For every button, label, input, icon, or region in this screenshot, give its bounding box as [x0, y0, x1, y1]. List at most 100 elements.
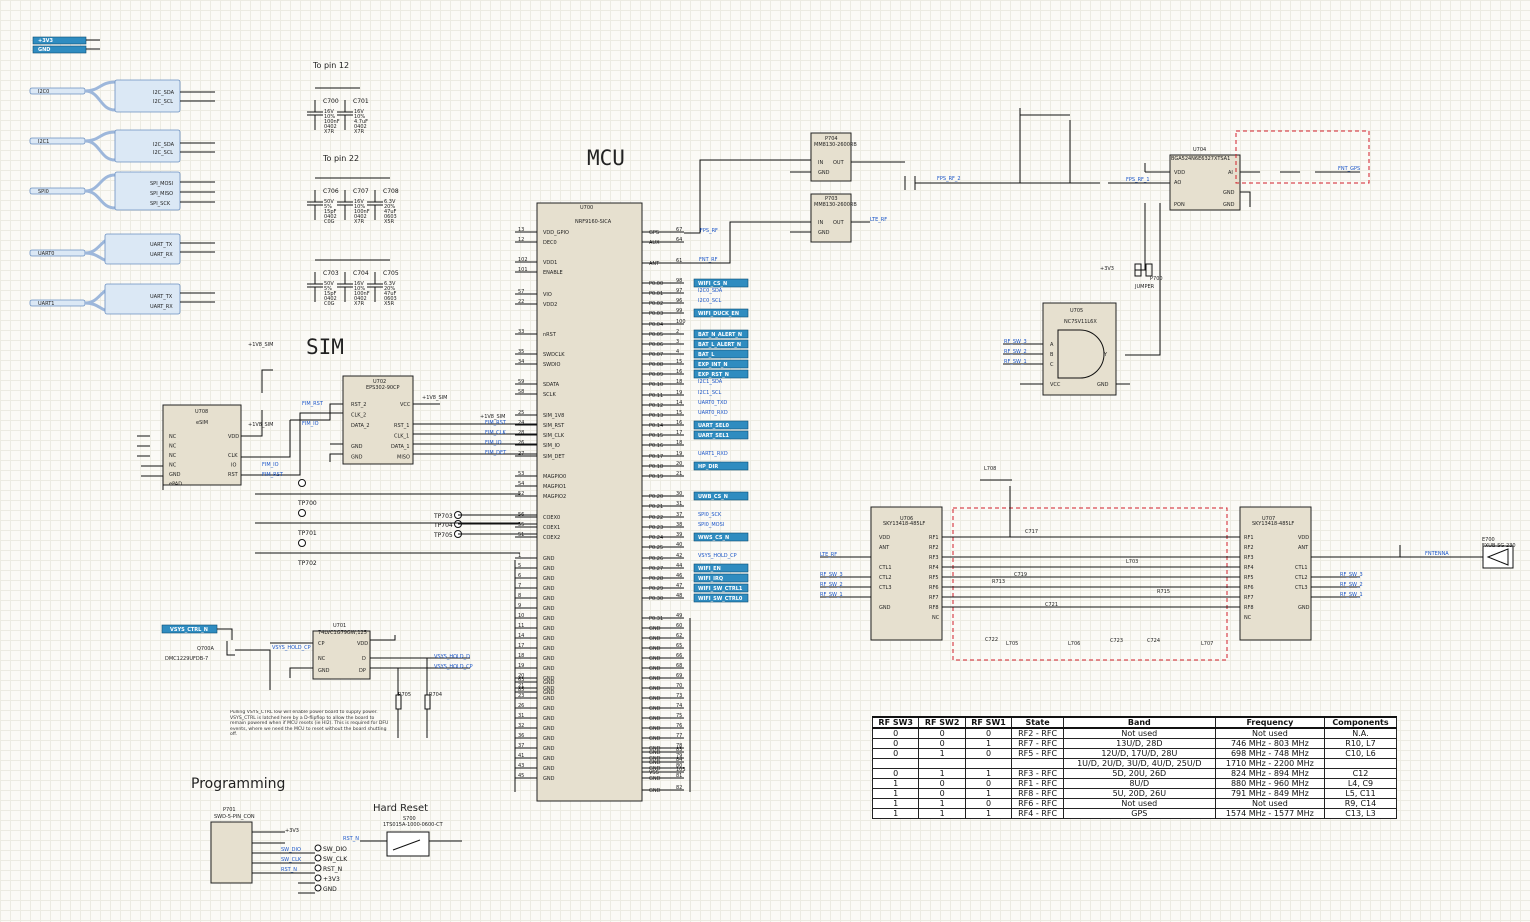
- net-port: [693, 430, 749, 440]
- swd-signal-label: GND: [323, 886, 337, 893]
- svg-text:VSYS_HOLD_CP: VSYS_HOLD_CP: [272, 645, 311, 651]
- pin-name: GND: [543, 756, 555, 762]
- table-cell: 1: [918, 808, 966, 819]
- pin-number: 19: [518, 663, 524, 669]
- svg-text:MM8130-2600RB: MM8130-2600RB: [814, 202, 857, 208]
- pin-number: 54: [518, 481, 524, 487]
- pin-name: GND: [351, 444, 363, 450]
- pin-number: 77: [676, 733, 682, 739]
- pin-name: RF8: [1244, 605, 1254, 611]
- svg-text:OUT: OUT: [833, 220, 845, 226]
- vsys-note: Pulling VSYS_CTRL low will enable power …: [230, 710, 389, 737]
- svg-text:JUMPER: JUMPER: [1134, 284, 1155, 290]
- pin-name: VSS: [649, 770, 659, 776]
- bus-harness-uart1: UART1 UART_TX UART_RX: [29, 283, 215, 315]
- pin-number: 84: [676, 757, 682, 763]
- svg-text:FPS_RF_1: FPS_RF_1: [1126, 177, 1150, 183]
- table-cell: 824 MHz - 894 MHz: [1214, 768, 1325, 779]
- svg-text:L705: L705: [1006, 641, 1018, 647]
- svg-text:U705: U705: [1070, 308, 1083, 314]
- pin-name: CTL3: [879, 585, 892, 591]
- pin-number: 102: [518, 257, 528, 263]
- table-cell: 1574 MHz - 1577 MHz: [1214, 808, 1325, 819]
- table-cell: 880 MHz - 960 MHz: [1214, 778, 1325, 789]
- pin-number: 45: [518, 773, 524, 779]
- net-port-label: UART_SEL0: [698, 423, 730, 429]
- capacitor-value: 0402: [354, 124, 367, 130]
- pin-name: GND: [543, 680, 555, 686]
- pin-number: 79: [676, 753, 682, 759]
- svg-text:GND: GND: [1223, 190, 1235, 196]
- capacitor-value: 16V: [354, 199, 364, 205]
- svg-text:E700: E700: [1482, 537, 1495, 543]
- pin-number: 4: [676, 349, 679, 355]
- net-port: [693, 369, 749, 379]
- test-point-label: TP701: [297, 530, 317, 537]
- pin-number: 19: [676, 451, 682, 457]
- pin-number: 8: [518, 593, 521, 599]
- r705-r704: R705 R704: [395, 658, 442, 738]
- net-port-label: WWS_CS_N: [698, 535, 729, 541]
- svg-text:U706: U706: [900, 516, 913, 522]
- pin-number: 52: [518, 491, 524, 497]
- swd-signal-label: SW_CLK: [323, 856, 348, 863]
- net-label: I2C0_SDA: [698, 288, 723, 294]
- table-cell: 1: [871, 778, 920, 789]
- svg-text:DP: DP: [359, 668, 366, 674]
- table-cell: 698 MHz - 748 MHz: [1214, 748, 1325, 759]
- capacitor-ref: C708: [383, 188, 399, 195]
- test-point-label: TP703: [433, 513, 453, 520]
- svg-text:VSYS_HOLD_D: VSYS_HOLD_D: [434, 654, 470, 660]
- pin-name: GND: [543, 666, 555, 672]
- svg-text:FPS_RF: FPS_RF: [700, 228, 718, 234]
- pin-name: NC: [169, 434, 177, 440]
- table-cell: R9, C14: [1323, 798, 1398, 809]
- pin-number: 32: [518, 723, 524, 729]
- net-label: SPI0_SCK: [698, 512, 722, 518]
- svg-text:+3V3: +3V3: [38, 38, 54, 44]
- pin-name: P0.04: [649, 322, 663, 328]
- pin-name: GND: [543, 656, 555, 662]
- svg-text:RF_SW_2: RF_SW_2: [820, 582, 843, 588]
- pin-number: 67: [676, 227, 682, 233]
- pin-number: 14: [676, 400, 682, 406]
- svg-text:UART_RX: UART_RX: [150, 304, 173, 310]
- capacitor-value: X7R: [324, 129, 335, 135]
- svg-text:SPI_MISO: SPI_MISO: [150, 191, 173, 197]
- svg-text:FIM_IO: FIM_IO: [302, 421, 319, 427]
- pin-name: GND: [351, 455, 363, 461]
- capacitor-ref: C700: [323, 98, 339, 105]
- table-header: RF SW2: [918, 716, 966, 729]
- u701-latch: U701 74LVC1G79GW,125 CP NC GND VDD D DP …: [270, 623, 473, 680]
- pin-name: P0.16: [649, 443, 663, 449]
- net-port-label: WIFI_CS_N: [698, 281, 727, 287]
- svg-text:Q700A: Q700A: [197, 646, 214, 652]
- pin-name: P0.11: [649, 393, 663, 399]
- s700-reset-button[interactable]: S700 1TS015A-1000-0600-CT RST_N: [343, 816, 462, 857]
- bus-harness-i2c1: I2C1 I2C_SDA I2C_SCL: [29, 129, 215, 163]
- sim-wiring: FIM_RST FIM_IO FIM_RST FIM_CLK FIM_IO FI…: [137, 342, 537, 490]
- table-cell: L4, C9: [1323, 778, 1398, 789]
- pin-name: GND: [879, 605, 891, 611]
- table-cell: Not used: [1214, 798, 1325, 809]
- pin-name: CTL2: [1295, 575, 1308, 581]
- pin-name: RF1: [1244, 535, 1254, 541]
- label-to-pin-22: To pin 22: [322, 154, 359, 163]
- svg-text:SPI_MOSI: SPI_MOSI: [150, 181, 173, 187]
- svg-text:C721: C721: [1045, 602, 1058, 608]
- pin-number: 48: [676, 593, 682, 599]
- svg-text:LTE_RF: LTE_RF: [870, 217, 887, 223]
- svg-text:IN: IN: [818, 160, 823, 166]
- table-cell: 1: [871, 798, 920, 809]
- capacitor-value: 50V: [324, 281, 334, 287]
- net-port: [693, 461, 749, 471]
- pin-number: 21: [676, 471, 682, 477]
- table-cell: RF6 - RFC: [1011, 798, 1064, 809]
- pin-number: 35: [518, 349, 524, 355]
- pin-number: 33: [518, 329, 524, 335]
- svg-text:FNT_RF: FNT_RF: [699, 257, 718, 263]
